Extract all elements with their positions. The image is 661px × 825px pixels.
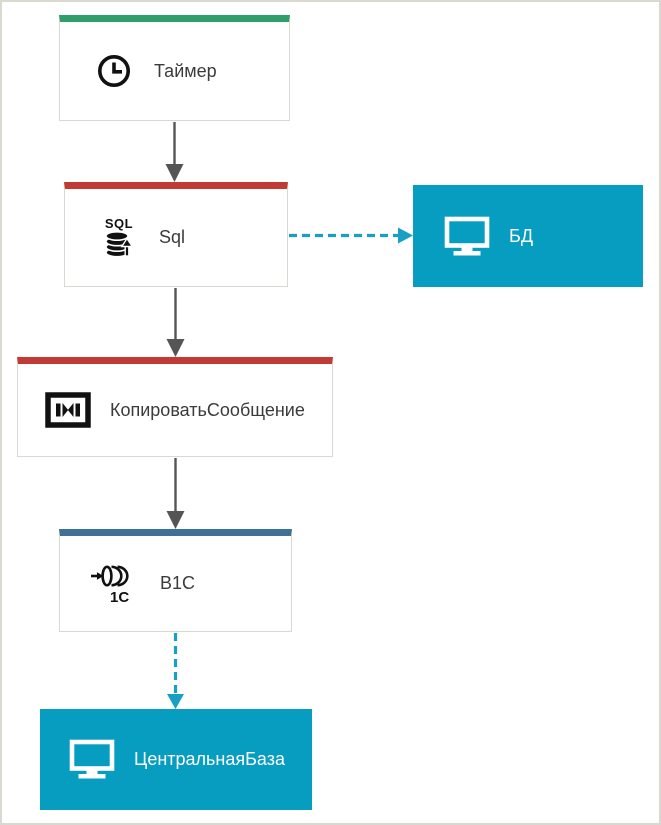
- node-central-base[interactable]: ЦентральнаяБаза: [40, 709, 312, 810]
- node-bd-label: БД: [509, 225, 534, 246]
- node-b1c[interactable]: 1С В1С: [59, 529, 292, 632]
- adapter-1c-icon: 1С: [90, 563, 142, 605]
- map-transform-icon: [44, 392, 92, 428]
- adapter-1c-icon-text: 1С: [110, 588, 130, 606]
- monitor-icon: [443, 216, 491, 257]
- sql-icon-text: SQL: [104, 216, 134, 231]
- node-bd[interactable]: БД: [413, 185, 643, 287]
- arrow-sql-to-bd: [289, 227, 413, 244]
- node-sql-label: Sql: [159, 227, 186, 247]
- sql-database-icon: SQL: [97, 217, 141, 258]
- node-b1c-label: В1С: [160, 573, 196, 593]
- node-copy-message[interactable]: КопироватьСообщение: [17, 357, 333, 457]
- clock-icon: [92, 53, 136, 89]
- node-central-base-label: ЦентральнаяБаза: [134, 749, 285, 769]
- node-copy-message-label: КопироватьСообщение: [110, 399, 305, 420]
- monitor-icon: [68, 739, 116, 780]
- node-timer-label: Таймер: [154, 60, 217, 81]
- arrow-copy-to-b1c: [166, 458, 185, 529]
- arrow-b1c-to-central: [167, 633, 184, 709]
- node-sql[interactable]: SQL Sql: [64, 182, 288, 287]
- arrow-timer-to-sql: [165, 122, 184, 182]
- node-timer[interactable]: Таймер: [59, 15, 290, 121]
- arrow-sql-to-copy: [166, 288, 185, 357]
